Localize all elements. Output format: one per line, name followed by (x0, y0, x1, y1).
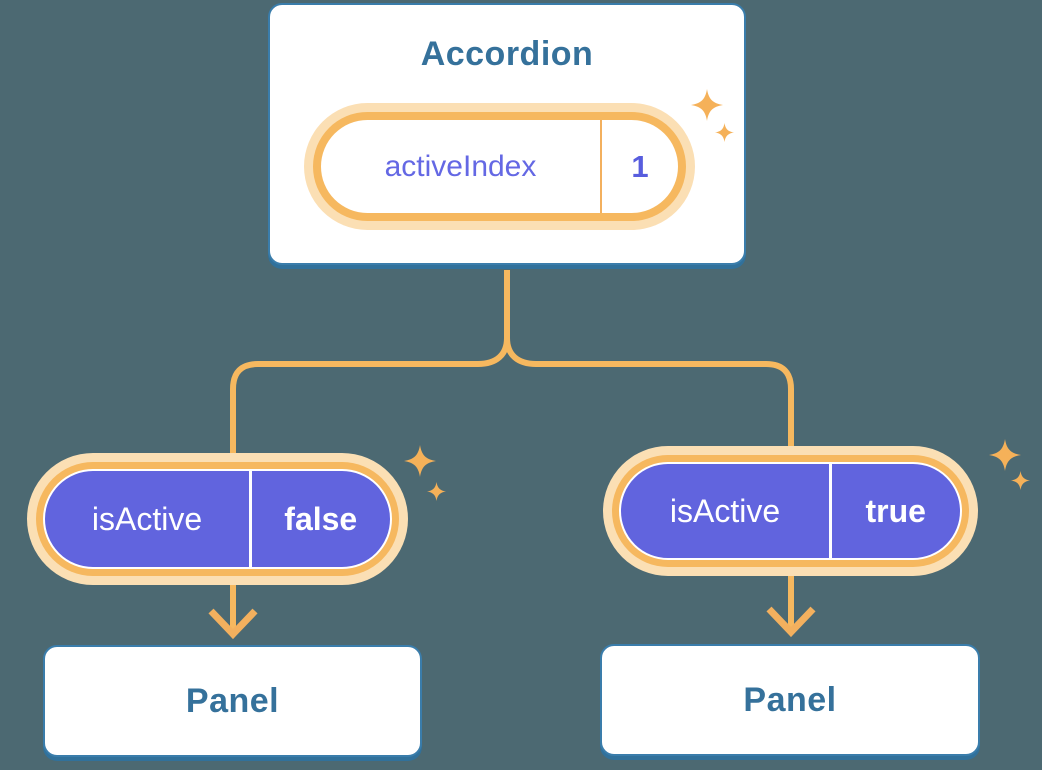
prop-pill-isactive-true: isActive true (603, 446, 978, 576)
panel-title: Panel (185, 681, 280, 720)
prop-pill-divider (249, 471, 252, 567)
prop-name-label: isActive (669, 492, 781, 529)
sparkle-icon (989, 439, 1021, 471)
sparkle-icon (1011, 471, 1030, 490)
prop-value-label: true (865, 492, 926, 529)
state-name-label: activeIndex (384, 149, 537, 183)
connector-branch-right (504, 270, 794, 628)
sparkle-icon (404, 445, 436, 477)
sparkle-icon (427, 482, 446, 501)
prop-name-label: isActive (91, 500, 203, 537)
sparkle-icon (691, 89, 723, 121)
prop-value-label: false (284, 500, 358, 537)
prop-pill-divider (829, 464, 832, 558)
prop-pill-isactive-false: isActive false (27, 453, 408, 585)
panel-box-right: Panel (600, 644, 980, 756)
panel-box-left: Panel (43, 645, 422, 757)
sparkle-icon (715, 123, 734, 142)
panel-title: Panel (743, 680, 837, 719)
arrowhead-down-icon (208, 608, 258, 640)
connector-branch-left (230, 270, 510, 630)
state-pill-divider (600, 120, 602, 213)
arrowhead-down-icon (766, 606, 816, 638)
accordion-title: Accordion (420, 35, 594, 73)
state-pill-activeindex: activeIndex 1 (304, 103, 695, 230)
state-value-label: 1 (631, 148, 649, 184)
